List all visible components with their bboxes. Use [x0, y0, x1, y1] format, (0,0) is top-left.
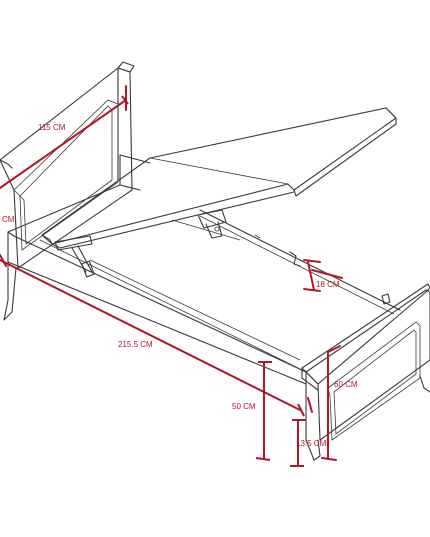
lift-platform: [41, 107, 397, 249]
dim-side-cut: CM: [2, 215, 15, 224]
dim-leg-height: 13.5 CM: [290, 397, 327, 467]
dim-overall-height-label: 50 CM: [232, 402, 256, 411]
dim-bed-length-label: 215.5 CM: [118, 340, 153, 349]
dim-overall-height: 50 CM: [232, 361, 272, 461]
dim-headboard-width-label: 115 CM: [38, 123, 66, 132]
dim-leg-height-label: 13.5 CM: [296, 439, 327, 448]
dim-storage-depth: 18 CM: [303, 259, 343, 292]
dim-headboard-width: 115 CM: [0, 85, 129, 189]
headboard: [0, 61, 135, 269]
dim-bed-length: 215.5 CM: [0, 254, 305, 417]
gas-strut-left: [54, 235, 95, 278]
footboard: [301, 283, 430, 461]
bed-frame: [3, 154, 401, 385]
hinge-bracket-icon: [197, 209, 227, 239]
dim-footboard-height-label: 60 CM: [334, 380, 358, 389]
dim-footboard-height: 60 CM: [321, 345, 358, 461]
dim-side-cut-label: CM: [2, 215, 15, 224]
screw-icon: [289, 251, 391, 305]
dim-storage-depth-label: 18 CM: [316, 280, 340, 289]
